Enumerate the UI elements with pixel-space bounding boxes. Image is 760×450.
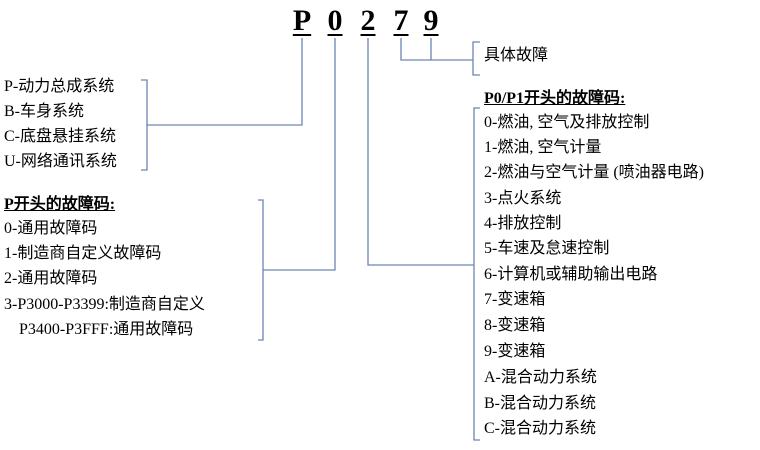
p0p1-item: 7-变速箱	[484, 291, 546, 308]
p0p1-item: 1-燃油, 空气计量	[484, 139, 602, 156]
p0p1-bracket	[473, 107, 480, 441]
p-code-item: P3400-P3FFF:通用故障码	[19, 321, 194, 338]
specific-connector	[400, 38, 473, 61]
code-char-p: P	[292, 4, 312, 37]
p0p1-item: C-混合动力系统	[484, 420, 597, 437]
zero-connector	[263, 38, 336, 271]
p0p1-item: 9-变速箱	[484, 343, 546, 360]
p0p1-item: 6-计算机或辅助输出电路	[484, 266, 658, 283]
p0p1-item: B-混合动力系统	[484, 395, 597, 412]
code-char-2: 2	[360, 4, 376, 37]
p-codes-title: P开头的故障码:	[4, 196, 116, 213]
p-code-item: 3-P3000-P3399:制造商自定义	[4, 296, 205, 313]
code-char-9: 9	[423, 4, 439, 37]
p0p1-item: 4-排放控制	[484, 215, 562, 232]
system-item: U-网络通讯系统	[4, 153, 117, 170]
code-char-0: 0	[327, 4, 343, 37]
p-code-item: 0-通用故障码	[4, 220, 98, 237]
specific-bracket	[472, 41, 480, 76]
system-item: C-底盘悬挂系统	[4, 128, 117, 145]
code-char-7: 7	[393, 4, 409, 37]
specific-fault-label: 具体故障	[484, 47, 549, 64]
two-connector	[367, 38, 474, 266]
system-item: B-车身系统	[4, 103, 85, 120]
p0p1-item: A-混合动力系统	[484, 369, 597, 386]
systems-bracket	[141, 79, 148, 171]
p0p1-item: 2-燃油与空气计量 (喷油器电路)	[484, 164, 704, 181]
p0p1-item: 5-车速及怠速控制	[484, 240, 610, 257]
p-codes-bracket	[258, 199, 264, 341]
system-item: P-动力总成系统	[4, 78, 115, 95]
p0p1-item: 8-变速箱	[484, 317, 546, 334]
p-connector	[147, 38, 303, 126]
p-code-item: 2-通用故障码	[4, 270, 98, 287]
p0p1-item: 0-燃油, 空气及排放控制	[484, 114, 650, 131]
p0p1-title: P0/P1开头的故障码:	[484, 90, 626, 107]
p0p1-item: 3-点火系统	[484, 190, 562, 207]
p-code-item: 1-制造商自定义故障码	[4, 245, 162, 262]
